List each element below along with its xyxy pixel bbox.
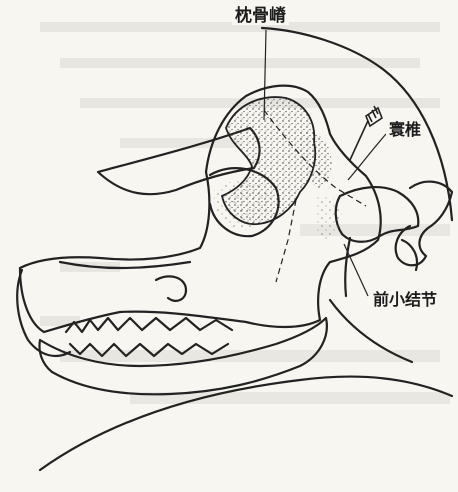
axis-bone	[396, 182, 452, 266]
leader-atlas	[348, 134, 386, 180]
spinal-process	[345, 238, 350, 296]
needle	[350, 106, 382, 160]
leader-anterior-node	[344, 244, 368, 296]
upper-teeth	[66, 318, 232, 332]
label-anterior-small-node: 前小结节	[370, 292, 440, 308]
nostril	[156, 276, 186, 300]
label-occipital-crest: 枕骨嵴	[232, 8, 289, 25]
label-atlas: 寰椎	[386, 122, 424, 138]
